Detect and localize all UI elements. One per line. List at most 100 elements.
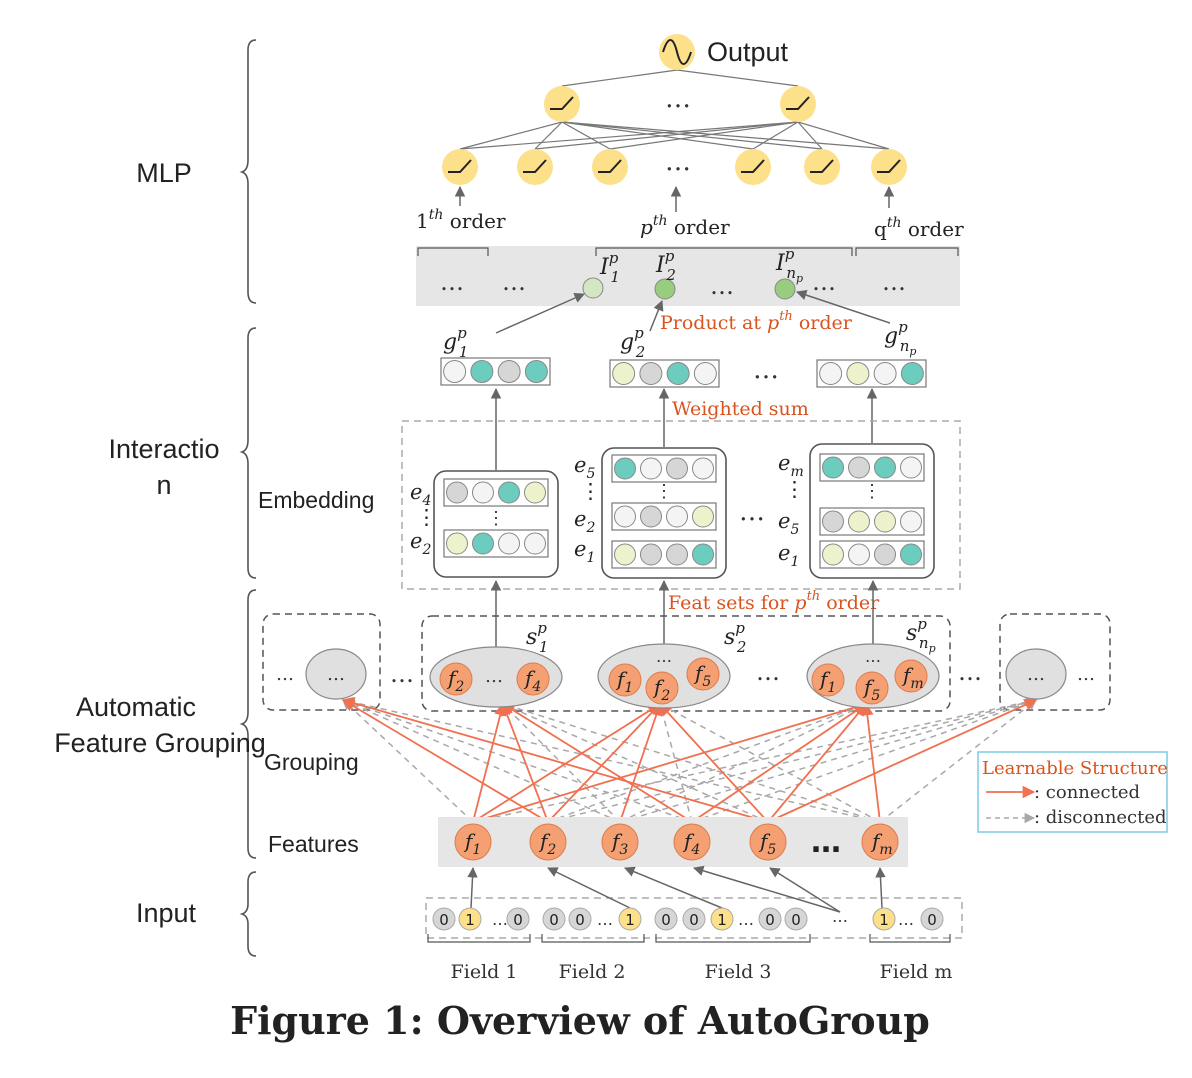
annotation-feat-sets: Feat sets for pth order: [668, 589, 880, 614]
embedding-cell: [874, 510, 896, 533]
hidden-neuron: [780, 86, 816, 122]
embedding-cell: [822, 543, 844, 566]
input-bit: 1: [458, 907, 482, 931]
embedding-cell: [472, 481, 494, 504]
figure-caption: Figure 1: Overview of AutoGroup: [230, 998, 930, 1043]
embedding-cell: [692, 457, 714, 480]
input-dots-field2: …: [597, 910, 613, 929]
feature-node: f4: [516, 662, 550, 696]
product-arrows: [495, 290, 891, 334]
dots: …: [327, 664, 345, 685]
svg-text:0: 0: [549, 911, 559, 929]
embedding-cell: [874, 456, 896, 479]
embedding-cell: [900, 456, 922, 479]
disconnected-edge: [502, 703, 769, 823]
field-label-3: Field 3: [705, 961, 772, 983]
input-bit: 1: [872, 907, 896, 931]
embedding-cell: [846, 362, 870, 385]
output-node: Output: [659, 34, 789, 70]
relu-icon: [598, 159, 622, 173]
feature-node: f5: [749, 823, 787, 861]
dots: …: [756, 658, 780, 686]
dots: …: [276, 664, 294, 685]
weighted-sum-arrows: [490, 387, 878, 470]
band-dots-1: …: [440, 268, 464, 296]
field-label-1: Field 1: [451, 961, 518, 983]
disconnected-edge: [472, 696, 1038, 823]
mlp-edge: [459, 121, 563, 150]
sine-icon: [662, 39, 692, 65]
feature-node: f2: [645, 671, 679, 705]
feature-band: [438, 817, 908, 867]
hidden-neuron: [544, 86, 580, 122]
sublabel-grouping: Grouping: [264, 749, 359, 775]
brace-interaction: [239, 327, 257, 579]
embedding-cell: [848, 510, 870, 533]
svg-text:1: 1: [717, 911, 727, 929]
disconnected-edge: [879, 699, 1037, 823]
group-ellipse-left: [305, 648, 367, 700]
embedding-boxes: ⋮ ⋮ ⋮: [433, 443, 935, 579]
dots: …: [958, 658, 982, 686]
disconnected-edge: [502, 703, 621, 823]
embedding-cell: [640, 543, 662, 566]
brace-mlp: [239, 39, 257, 304]
emb-g1-label-1: e2: [410, 529, 431, 558]
embedding-labels: e4 ⋮ e2 e5 ⋮ e2 e1 em ⋮ e5 e1: [410, 451, 805, 570]
relu-icon: [786, 96, 810, 110]
field-label-2: Field 2: [559, 961, 626, 983]
section-label-automatic-2: Feature Grouping: [54, 728, 266, 758]
embedding-cell: [874, 543, 896, 566]
vdots: ⋮: [655, 481, 673, 501]
embedding-cell: [497, 360, 521, 383]
hidden-neuron: [871, 149, 907, 185]
embedding-group-1: ⋮: [433, 470, 559, 578]
input-region: [425, 897, 963, 939]
embedding-cell: [443, 360, 467, 383]
svg-text:0: 0: [791, 911, 801, 929]
connected-edge: [767, 698, 1038, 823]
connected-edge: [341, 699, 549, 823]
embedding-cell: [614, 457, 636, 480]
embedding-cell: [873, 362, 897, 385]
embedding-cell: [472, 532, 494, 555]
order-label-1: 1th order: [416, 207, 506, 233]
disconnected-edge: [342, 699, 474, 823]
embedding-cell: [692, 505, 714, 528]
dots: …: [656, 647, 672, 666]
dots: …: [865, 647, 881, 666]
g-vectors: [440, 357, 927, 388]
interaction-node-2: [654, 278, 676, 300]
brace-grouping: [239, 589, 257, 859]
group-boxes: [262, 613, 1111, 712]
interaction-node-np: [774, 278, 796, 300]
connected-edge: [501, 702, 549, 823]
mlp-edge: [534, 121, 799, 150]
disconnected-edge: [547, 697, 1038, 823]
disconnected-edge: [619, 703, 867, 823]
input-bit: 1: [618, 907, 642, 931]
embedding-region: [401, 420, 961, 590]
embedding-cell: [614, 505, 636, 528]
hidden-layer-dots-2: …: [665, 147, 691, 177]
annotation-weighted-sum: Weighted sum: [672, 398, 809, 420]
section-braces: [239, 39, 257, 957]
connected-edge: [501, 703, 693, 823]
legend: Learnable Structure : connected : discon…: [977, 751, 1168, 833]
embedding-cell: [848, 456, 870, 479]
input-bit: 0: [568, 907, 592, 931]
embedding-cell: [446, 481, 468, 504]
embedding-cell: [498, 532, 520, 555]
embedding-cell: [524, 481, 546, 504]
feature-node: f5: [686, 657, 720, 691]
mlp-edge: [676, 69, 799, 87]
emb-g3-vdots: ⋮: [784, 477, 805, 501]
input-dots-middle: …: [832, 907, 848, 926]
disconnected-edge: [657, 702, 693, 823]
svg-text:0: 0: [439, 911, 449, 929]
dots: …: [485, 666, 503, 687]
